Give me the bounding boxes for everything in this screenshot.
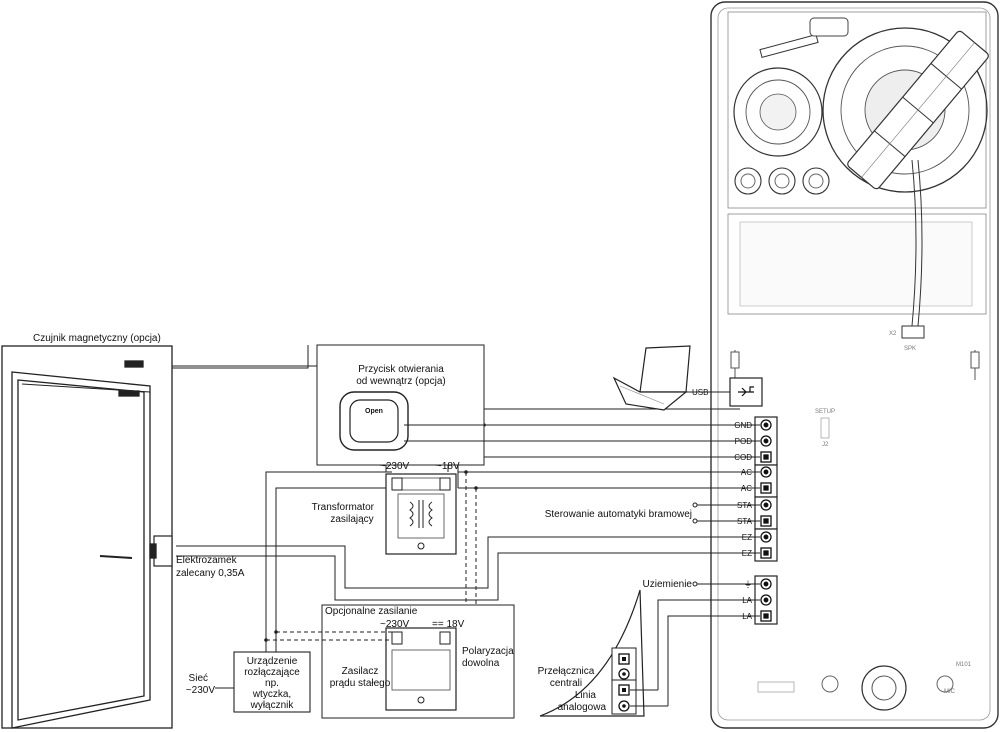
- terminal-label: EZ: [742, 533, 752, 542]
- psu-label-line1: Zasilacz: [342, 666, 379, 677]
- polarity-label-line2: dowolna: [462, 658, 500, 669]
- disconnect-label-line3: np.: [265, 678, 279, 689]
- disconnect-label-line5: wyłącznik: [250, 700, 295, 711]
- grounding-label: Uziemienie: [643, 579, 693, 590]
- electric-lock-label-line2: zalecany 0,35A: [176, 568, 245, 579]
- mains-label-line2: ~230V: [186, 685, 216, 696]
- polarity-label-line1: Polaryzacja: [462, 646, 514, 657]
- mains-label-line1: Sieć: [189, 673, 208, 684]
- optional-supply-label: Opcjonalne zasilanie: [325, 606, 418, 617]
- pbx-switchboard-icon: [539, 589, 645, 717]
- wire-ends: [692, 502, 698, 587]
- disconnect-device-box: [233, 651, 311, 713]
- psu-input-voltage: ~230V: [380, 619, 410, 630]
- terminal-label: LA: [742, 612, 752, 621]
- open-button-caption: Open: [365, 408, 383, 415]
- open-button-title-line1: Przycisk otwierania: [358, 364, 444, 375]
- setup-label: SETUP: [815, 409, 835, 415]
- ground-symbol-icon: ⏚: [744, 580, 752, 589]
- electric-lock-label-line1: Elektrozamek: [176, 555, 238, 566]
- magnetic-sensor-label: Czujnik magnetyczny (opcja): [33, 333, 161, 344]
- terminal-label: AC: [741, 484, 752, 493]
- pbx-label-line1: Przełącznica: [538, 666, 595, 677]
- transformer-icon: [385, 473, 457, 555]
- terminal-label: LA: [742, 596, 752, 605]
- transformer-label-line2: zasilający: [330, 514, 373, 525]
- terminal-label: AC: [741, 468, 752, 477]
- dc-power-supply-icon: [385, 627, 457, 711]
- analog-line-label-line1: Linia: [575, 690, 597, 701]
- terminal-label: COD: [734, 453, 752, 462]
- open-button-icon: [339, 391, 409, 451]
- terminal-label: STA: [737, 517, 753, 526]
- terminal-label: GND: [734, 421, 752, 430]
- psu-output-voltage: == 18V: [432, 619, 465, 630]
- x2-label: X2: [889, 331, 897, 337]
- terminal-label: POD: [735, 437, 753, 446]
- terminal-labels: GND POD COD AC AC STA STA EZ EZ ⏚ LA LA: [734, 421, 752, 621]
- transformer-output-voltage: ~18V: [436, 461, 460, 472]
- analog-line-label-line2: analogowa: [558, 702, 607, 713]
- mic-label: MIC: [944, 689, 956, 695]
- disconnect-label-line4: wtyczka,: [252, 689, 291, 700]
- disconnect-label-line2: rozłączające: [244, 667, 300, 678]
- m101-label: M101: [956, 662, 972, 668]
- usb-label: USB: [692, 388, 708, 397]
- laptop-icon: [612, 345, 691, 411]
- door: [1, 345, 173, 729]
- transformer-label-line1: Transformator: [312, 502, 375, 513]
- open-button-title-line2: od wewnątrz (opcja): [356, 376, 445, 387]
- terminal-screws: [760, 419, 772, 622]
- terminal-label: EZ: [742, 549, 752, 558]
- psu-label-line2: prądu stałego: [330, 678, 391, 689]
- spk-label: SPK: [904, 346, 916, 352]
- pbx-label-line2: centrali: [550, 678, 582, 689]
- gate-control-label: Sterowanie automatyki bramowej: [545, 509, 692, 520]
- transformer-input-voltage: ~230V: [380, 461, 410, 472]
- j2-label: J2: [822, 442, 829, 448]
- terminal-label: STA: [737, 501, 753, 510]
- disconnect-label-line1: Urządzenie: [247, 656, 298, 667]
- intercom-panel: [710, 1, 999, 729]
